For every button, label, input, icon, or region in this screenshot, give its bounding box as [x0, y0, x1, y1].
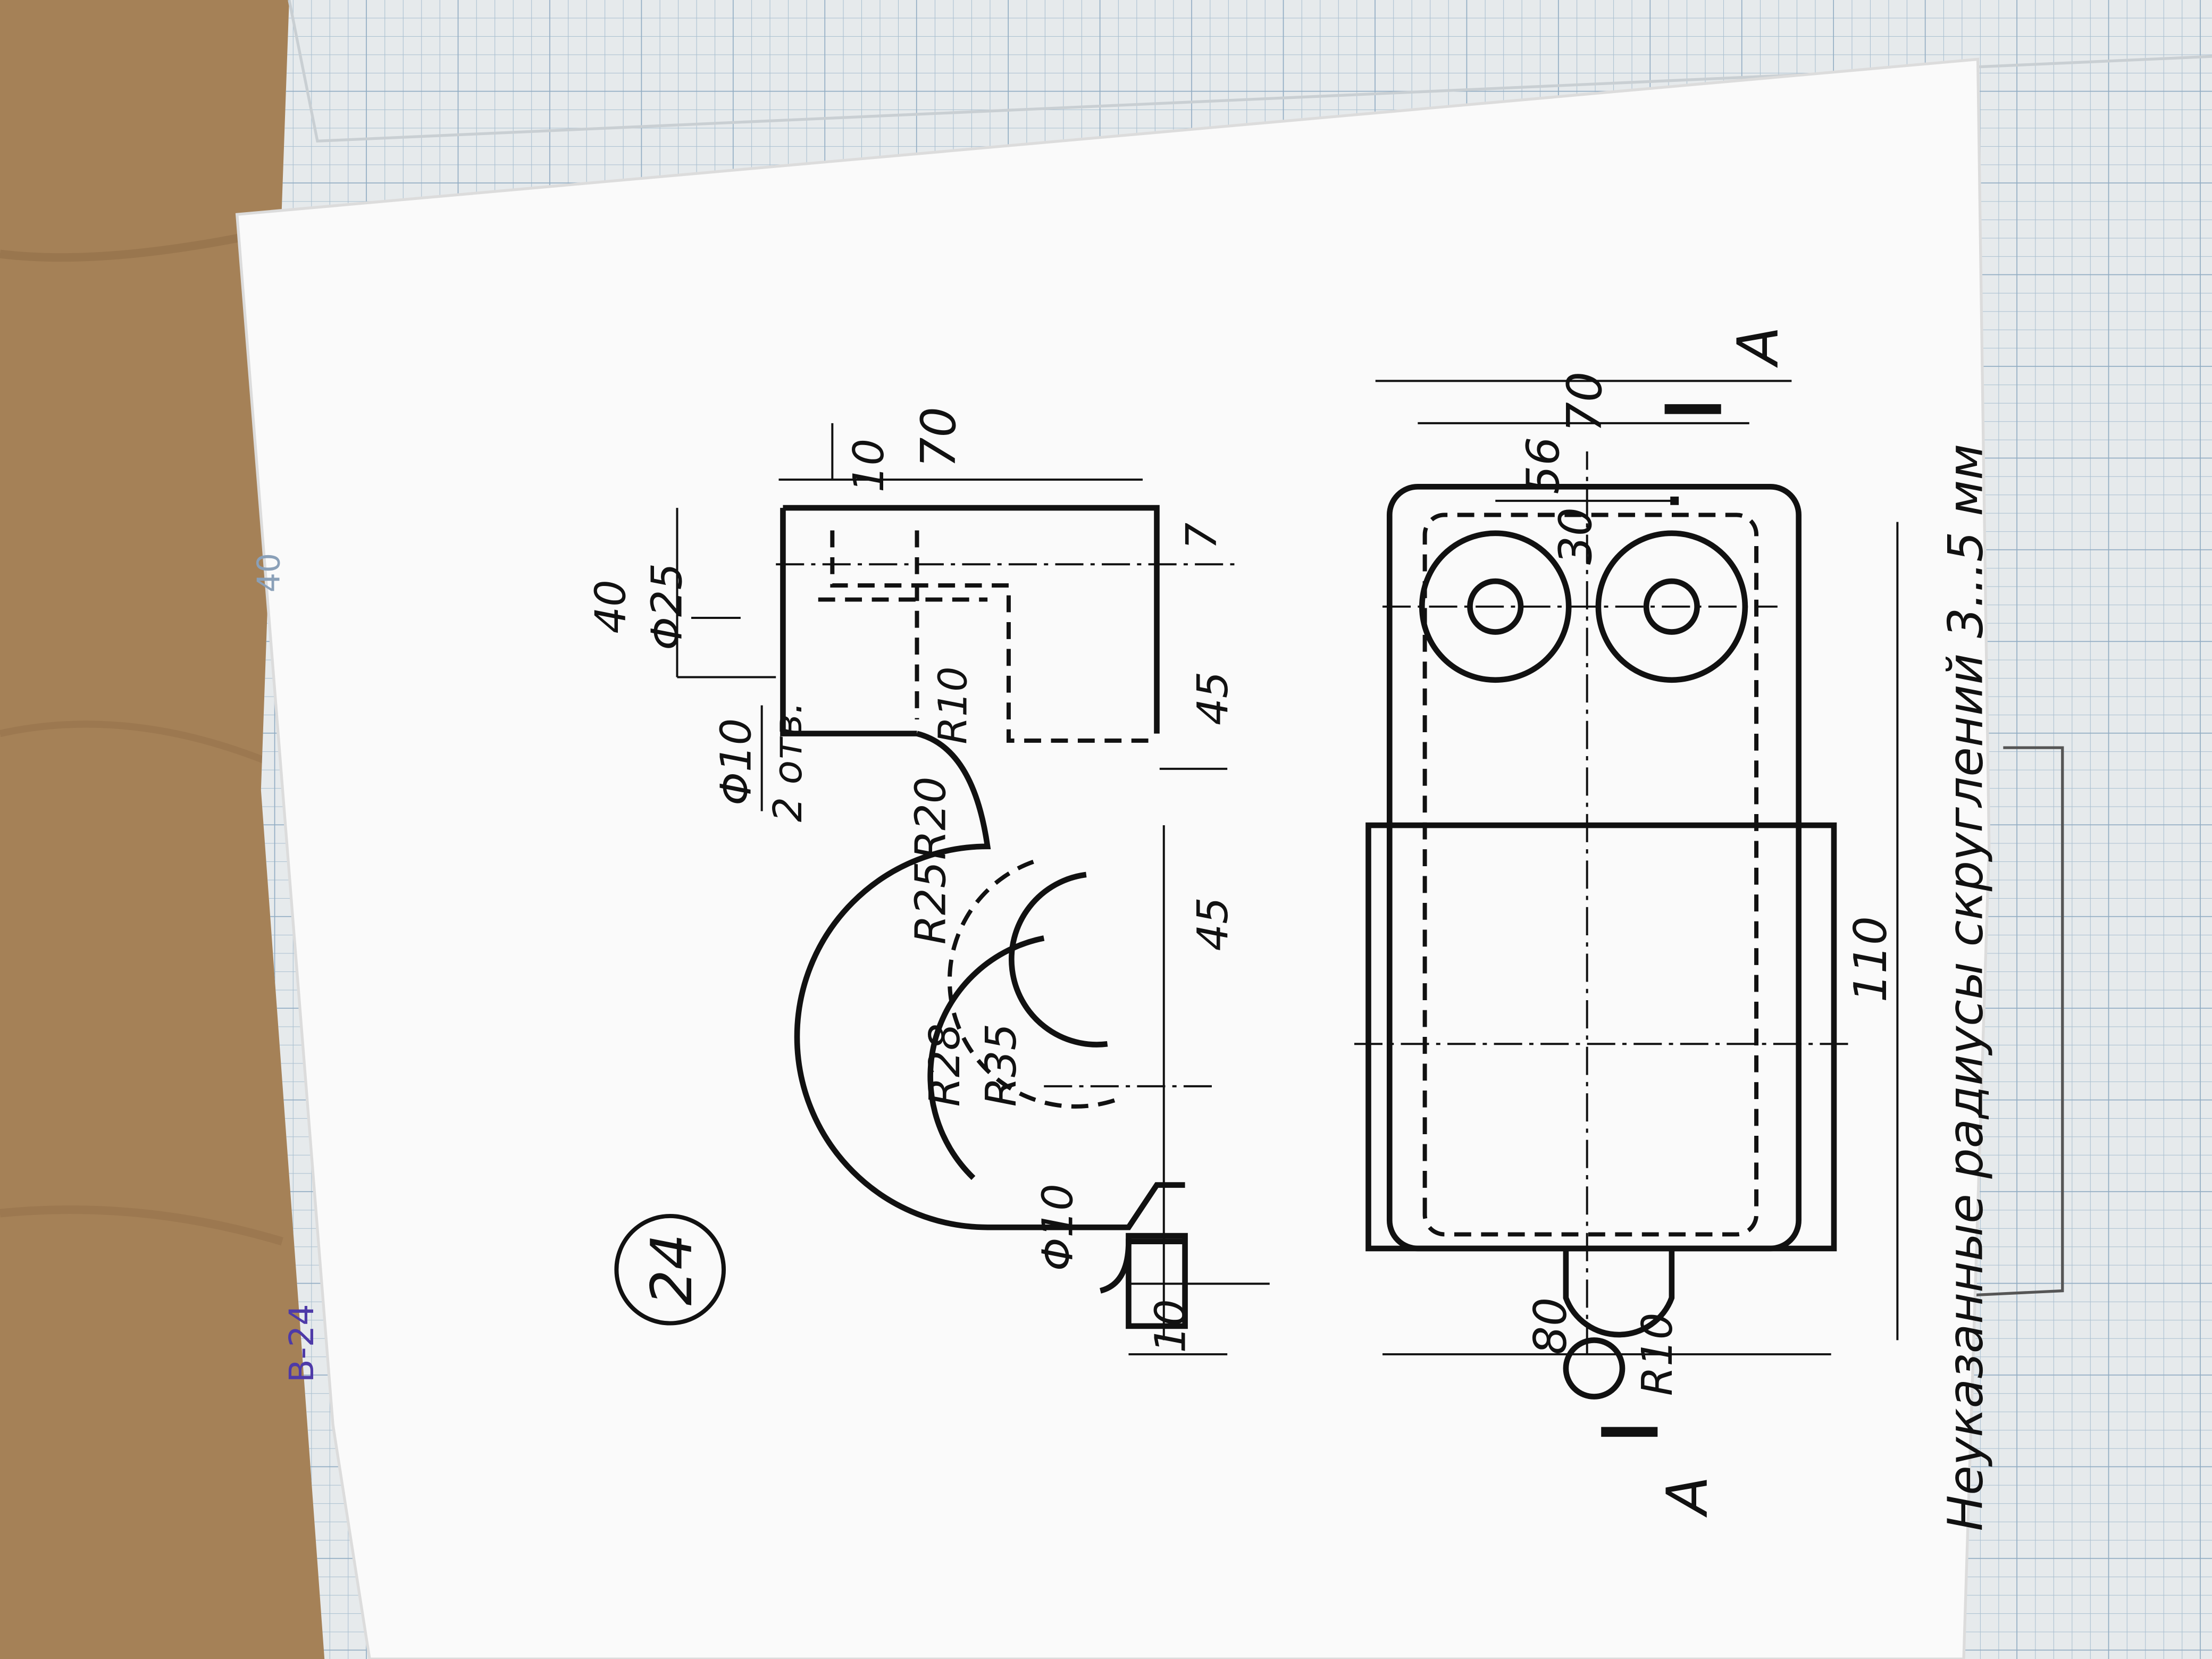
front-dim-R25: R25: [906, 861, 956, 945]
plan-dimensions: [1375, 380, 1899, 1355]
plan-dim-110: 110: [1845, 916, 1897, 1002]
drawing-note: Неуказанные радиусы скруглений 3...5 мм: [1938, 444, 1994, 1531]
plan-lug: [1563, 1248, 1675, 1338]
sheet-number-circle: [614, 1213, 726, 1326]
section-mark-bottom: A: [1655, 1476, 1721, 1518]
plan-dim-30: 30: [1550, 507, 1603, 565]
front-view-hidden: [818, 530, 1157, 1109]
front-dim-R20: R20: [906, 776, 956, 860]
front-bracket-arc: [794, 731, 1044, 1230]
section-mark-top: A: [1725, 326, 1791, 368]
drawing-sheet: [235, 57, 1991, 1659]
front-dim-10-top: 10: [844, 439, 893, 492]
front-dim-R35: R35: [976, 1024, 1026, 1107]
front-dim-R10: R10: [929, 666, 976, 744]
front-dim-phi25: Φ25: [642, 563, 691, 650]
sheet-number: 24: [639, 1234, 705, 1305]
front-holes-count: 2 отв.: [765, 701, 811, 822]
front-dim-7: 7: [1177, 523, 1226, 550]
plan-centerlines: [1354, 451, 1848, 1354]
front-dim-45-b: 45: [1188, 897, 1237, 951]
front-dim-phi10-bottom: Φ10: [1033, 1184, 1082, 1271]
plan-dim-70: 70: [1557, 372, 1613, 433]
front-dim-70: 70: [911, 407, 967, 468]
drawing-rotated: 24: [585, 326, 1993, 1531]
front-dim-40: 40: [585, 580, 635, 633]
front-view: [780, 505, 1188, 1329]
front-dimensions: [676, 423, 1270, 1355]
plan-dim-56: 56: [1518, 437, 1570, 495]
plan-view-hidden: [1422, 513, 1759, 1237]
front-dim-10-bottom: 10: [1146, 1299, 1195, 1353]
plan-dim-80: 80: [1524, 1297, 1577, 1355]
front-dim-45-a: 45: [1188, 672, 1237, 725]
grid-mark: 40: [250, 553, 287, 592]
front-lug: [1126, 1233, 1188, 1329]
pencil-mark: B-24: [282, 1304, 322, 1382]
front-dim-phi10-holes: Φ10: [711, 718, 760, 806]
front-outline-top: [783, 505, 1160, 734]
front-dim-R28: R28: [920, 1024, 969, 1107]
plan-flange: [1365, 822, 1837, 1252]
plan-dim-R10: R10: [1632, 1313, 1682, 1396]
